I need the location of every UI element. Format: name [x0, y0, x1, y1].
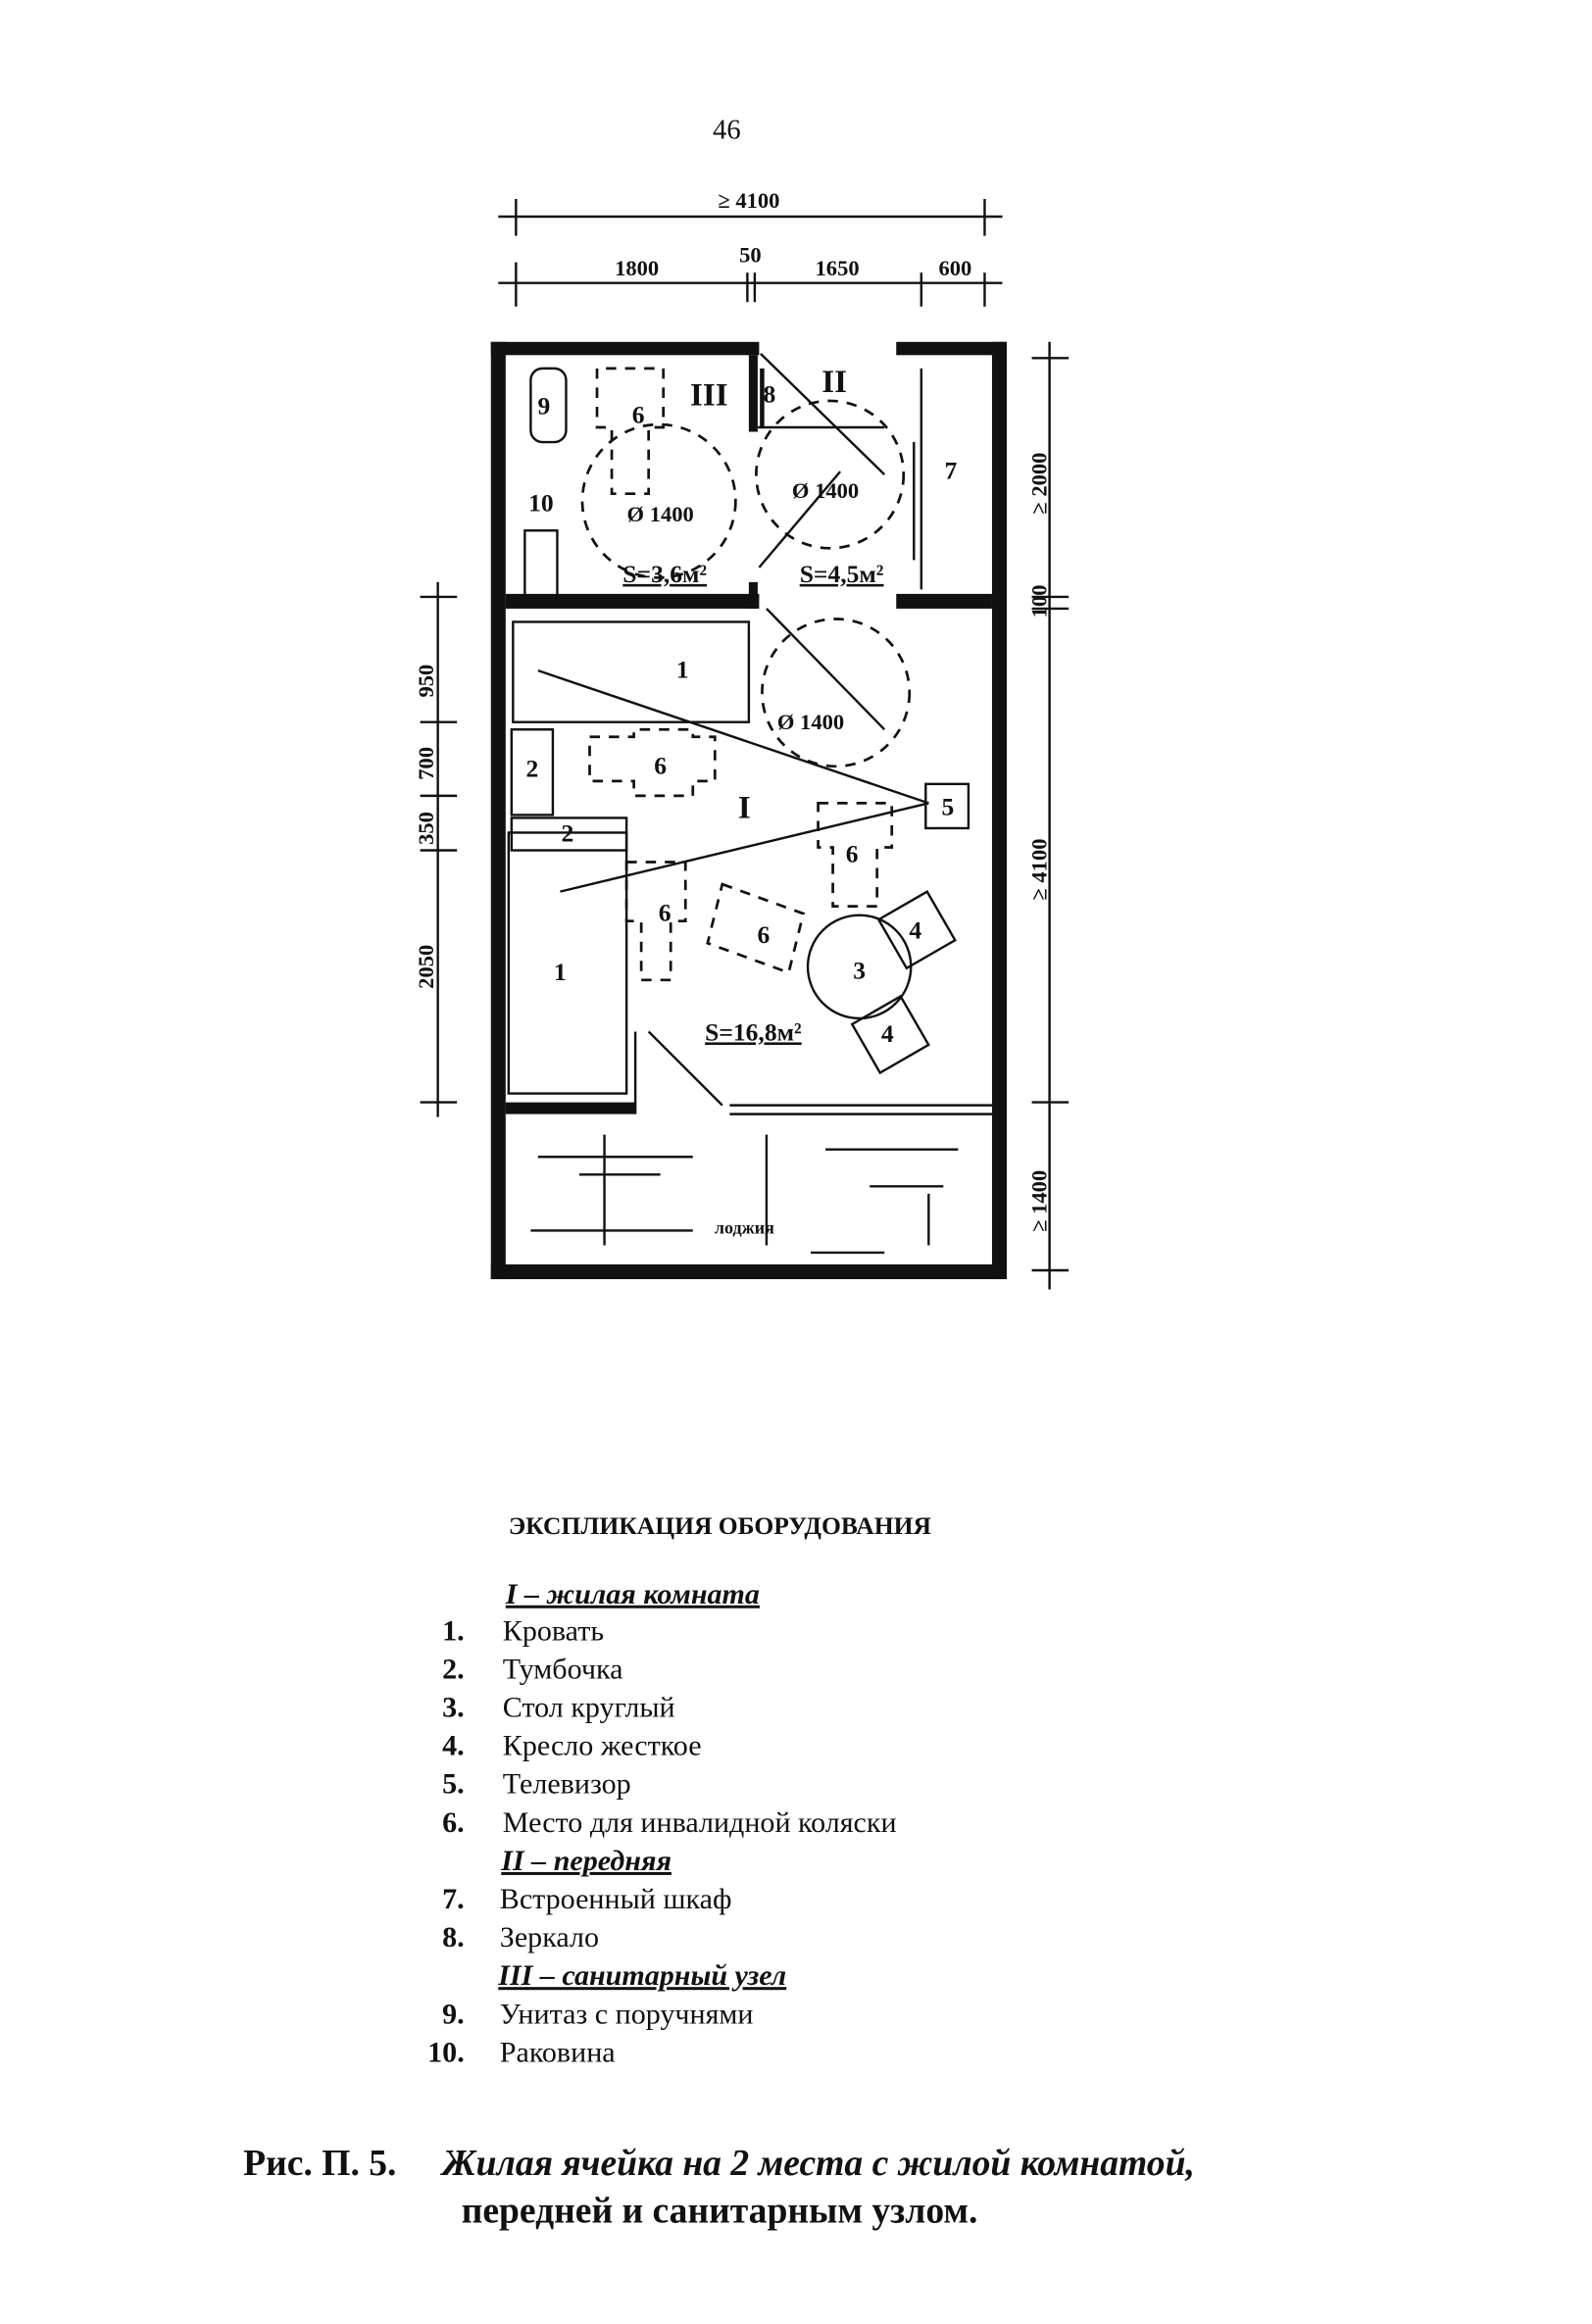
turning-circle-sanitary — [580, 422, 737, 579]
label-room-3: III — [690, 377, 728, 413]
legend-num: 8. — [442, 1920, 465, 1953]
legend: ЭКСПЛИКАЦИЯ ОБОРУДОВАНИЯ I – жилая комна… — [427, 1511, 931, 2068]
turning-circle-room — [761, 618, 912, 768]
dim-room-length: ≥ 4100 — [1027, 839, 1052, 901]
marker-wheelchair-2: 6 — [654, 751, 667, 779]
marker-tv: 5 — [941, 792, 954, 820]
legend-num: 3. — [442, 1691, 465, 1724]
bed-bottom — [507, 831, 628, 1095]
marker-wheelchair-5: 6 — [758, 920, 771, 949]
legend-title: ЭКСПЛИКАЦИЯ ОБОРУДОВАНИЯ — [509, 1511, 932, 1540]
legend-item: Тумбочка — [503, 1652, 623, 1685]
marker-chair-2: 4 — [881, 1019, 894, 1048]
loggia-furniture: лоджия — [530, 1134, 959, 1255]
floor-plan: ≥ 4100 1800 50 1650 600 950 700 350 2050… — [414, 188, 1070, 1290]
legend-item: Кресло жесткое — [503, 1729, 702, 1762]
dim-50: 50 — [739, 243, 762, 268]
legend-item: Стол круглый — [503, 1691, 675, 1724]
marker-mirror: 8 — [764, 379, 776, 408]
legend-item: Раковина — [500, 2035, 616, 2068]
toilet — [529, 367, 568, 444]
caption-line-2: передней и санитарным узлом. — [462, 2191, 978, 2231]
walls — [490, 341, 1007, 1280]
dim-total-width: ≥ 4100 — [718, 188, 779, 213]
marker-nightstand-2: 2 — [562, 818, 574, 847]
area-hall: S=4,5м² — [800, 560, 884, 588]
label-loggia: лоджия — [715, 1217, 774, 1237]
legend-item: Унитаз с поручнями — [500, 1997, 754, 2030]
marker-wardrobe: 7 — [944, 457, 957, 485]
wheelchair-area-room-4 — [706, 882, 806, 975]
circle-label-room: Ø 1400 — [777, 710, 844, 734]
dim-350: 350 — [414, 812, 438, 845]
marker-wheelchair-3: 6 — [846, 840, 859, 868]
turning-circle-hall — [755, 399, 906, 550]
nightstand-1 — [510, 728, 555, 816]
left-dimensions: 950 700 350 2050 — [414, 581, 458, 1117]
legend-num: 10. — [427, 2035, 465, 2068]
legend-num: 9. — [442, 1997, 465, 2030]
legend-num: 6. — [442, 1805, 465, 1839]
legend-num: 1. — [442, 1613, 465, 1647]
caption-line-1: Жилая ячейка на 2 места с жилой комнатой… — [439, 2144, 1195, 2184]
marker-bed-1: 1 — [676, 656, 689, 684]
marker-bed-2: 1 — [554, 958, 567, 986]
label-room-1: I — [738, 790, 751, 825]
caption-label: Рис. П. 5. — [243, 2144, 396, 2184]
marker-chair-1: 4 — [909, 916, 921, 945]
legend-item: Зеркало — [500, 1920, 599, 1953]
marker-wheelchair-4: 6 — [659, 899, 672, 927]
dim-950: 950 — [414, 665, 438, 698]
marker-sink: 10 — [528, 489, 554, 518]
legend-item: Телевизор — [503, 1767, 631, 1801]
bed-top — [512, 620, 751, 723]
wheelchair-area-room-1 — [588, 727, 717, 798]
dim-700: 700 — [414, 747, 438, 780]
nightstand-2 — [510, 816, 628, 852]
marker-table: 3 — [853, 956, 866, 984]
marker-toilet: 9 — [538, 391, 551, 420]
wheelchair-area-room-2 — [817, 802, 894, 908]
furniture — [507, 367, 970, 1095]
area-living: S=16,8м² — [705, 1017, 802, 1046]
legend-num: 2. — [442, 1652, 465, 1685]
legend-item: Встроенный шкаф — [500, 1882, 732, 1915]
legend-num: 4. — [442, 1729, 465, 1762]
dim-loggia-length: ≥ 1400 — [1027, 1170, 1052, 1232]
plan-labels: III II I 9 10 8 7 6 6 6 6 6 1 1 2 2 3 4 … — [525, 365, 957, 1048]
dim-1800: 1800 — [615, 256, 659, 280]
dim-2050: 2050 — [414, 945, 438, 989]
legend-heading-3: III – санитарный узел — [497, 1958, 786, 1992]
page-number: 46 — [713, 115, 741, 145]
legend-item: Кровать — [503, 1613, 604, 1647]
area-sanitary: S=3,6м² — [622, 560, 707, 588]
dim-100: 100 — [1027, 585, 1052, 618]
marker-wheelchair-1: 6 — [632, 401, 645, 429]
legend-item: Место для инвалидной коляски — [503, 1805, 897, 1839]
wheelchair-area-sanitary — [595, 367, 666, 496]
tv — [924, 782, 970, 830]
circle-label-sanitary: Ø 1400 — [627, 502, 694, 526]
top-dimensions: ≥ 4100 1800 50 1650 600 — [498, 188, 1003, 307]
legend-heading-1: I – жилая комната — [505, 1577, 760, 1610]
right-dimensions: ≥ 2000 100 ≥ 4100 ≥ 1400 — [1027, 341, 1070, 1290]
chair-1 — [876, 890, 957, 970]
circle-label-hall: Ø 1400 — [792, 478, 859, 503]
figure-caption: Рис. П. 5. Жилая ячейка на 2 места с жил… — [243, 2144, 1195, 2231]
sink — [523, 529, 559, 599]
dim-hall-length: ≥ 2000 — [1027, 453, 1052, 515]
label-room-2: II — [821, 365, 847, 400]
wheelchair-area-room-3 — [624, 861, 687, 982]
marker-nightstand-1: 2 — [525, 754, 538, 782]
legend-num: 5. — [442, 1767, 465, 1801]
chair-2 — [850, 994, 930, 1075]
dim-1650: 1650 — [816, 256, 860, 280]
legend-num: 7. — [442, 1882, 465, 1915]
dim-600: 600 — [938, 256, 971, 280]
legend-heading-2: II – передняя — [500, 1844, 672, 1877]
